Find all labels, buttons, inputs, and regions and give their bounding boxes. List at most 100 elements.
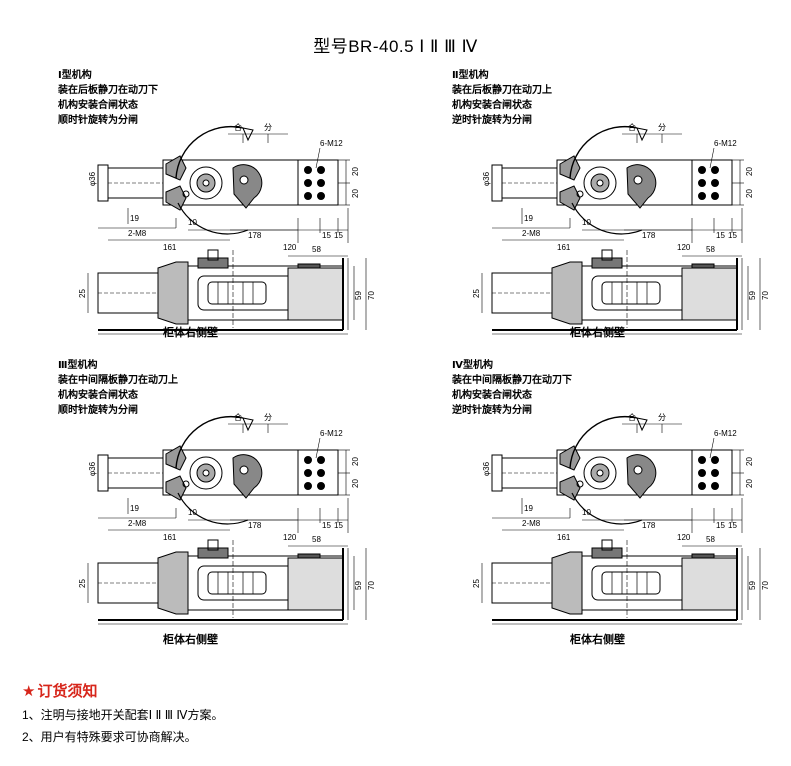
close-label: 合 bbox=[628, 122, 636, 132]
dim-20a: 20 bbox=[745, 457, 754, 466]
mechanism-state: 机构安装合闸状态 bbox=[58, 390, 138, 401]
mechanism-description: Ⅰ型机构 装在后板静刀在动刀下 机构安装合闸状态 顺时针旋转为分闸 bbox=[58, 68, 158, 128]
dim-20b: 20 bbox=[351, 189, 360, 198]
dim-10: 10 bbox=[582, 218, 591, 227]
mechanism-type: Ⅱ型机构 bbox=[452, 70, 489, 81]
mechanism-rotation: 逆时针旋转为分闸 bbox=[452, 405, 532, 416]
dim-2m8: 2-M8 bbox=[128, 229, 147, 238]
open-label: 分 bbox=[658, 123, 666, 132]
dim-bolt: 6-M12 bbox=[320, 139, 343, 148]
star-icon: ★ bbox=[22, 683, 36, 700]
mechanism-drawing: 合 分 6-M12 φ36 19 10 2-M8 161 178 120 15 … bbox=[78, 412, 376, 625]
order-notes: ★订货须知 1、注明与接地开关配套Ⅰ Ⅱ Ⅲ Ⅳ方案。 2、用户有特殊要求可协商… bbox=[22, 680, 223, 745]
side-gear-housing bbox=[157, 551, 189, 615]
dim-bolt: 6-M12 bbox=[320, 429, 343, 438]
mounting-plate bbox=[691, 449, 733, 496]
mechanism-panel-2: 合 分 6-M12 φ36 19 10 2-M8 161 178 120 15 … bbox=[452, 68, 791, 388]
dim-70: 70 bbox=[367, 581, 376, 590]
dim-20b: 20 bbox=[745, 479, 754, 488]
dim-178: 178 bbox=[642, 521, 656, 530]
dim-120: 120 bbox=[677, 533, 691, 542]
mechanism-drawing: 合 分 6-M12 φ36 19 10 2-M8 161 178 120 15 … bbox=[78, 122, 376, 335]
dim-15b: 15 bbox=[728, 521, 737, 530]
side-view-caption: 柜体右侧壁 bbox=[163, 327, 218, 339]
dim-15b: 15 bbox=[334, 231, 343, 240]
dim-161: 161 bbox=[557, 243, 571, 252]
note-item: 1、注明与接地开关配套Ⅰ Ⅱ Ⅲ Ⅳ方案。 bbox=[22, 708, 224, 722]
dim-19: 19 bbox=[524, 214, 533, 223]
dim-58: 58 bbox=[706, 535, 715, 544]
dim-58: 58 bbox=[312, 535, 321, 544]
dim-2m8: 2-M8 bbox=[522, 519, 541, 528]
dim-10: 10 bbox=[582, 508, 591, 517]
dim-20a: 20 bbox=[351, 167, 360, 176]
close-label: 合 bbox=[234, 122, 242, 132]
dim-161: 161 bbox=[557, 533, 571, 542]
mechanism-rotation: 逆时针旋转为分闸 bbox=[452, 115, 532, 126]
dim-178: 178 bbox=[248, 231, 262, 240]
close-label: 合 bbox=[234, 412, 242, 422]
dim-15a: 15 bbox=[322, 521, 331, 530]
mechanism-mount: 装在中间隔板静刀在动刀下 bbox=[452, 375, 572, 386]
mounting-plate bbox=[297, 159, 339, 206]
notes-heading: ★订货须知 bbox=[22, 680, 223, 701]
dim-25: 25 bbox=[472, 289, 481, 298]
dim-58: 58 bbox=[706, 245, 715, 254]
open-label: 分 bbox=[264, 123, 272, 132]
dim-19: 19 bbox=[130, 214, 139, 223]
dim-diameter: φ36 bbox=[88, 171, 97, 186]
crank-arm bbox=[626, 164, 657, 209]
mounting-plate bbox=[297, 449, 339, 496]
mechanism-mount: 装在后板静刀在动刀上 bbox=[452, 85, 552, 96]
mechanism-mount: 装在后板静刀在动刀下 bbox=[58, 85, 158, 96]
dim-25: 25 bbox=[472, 579, 481, 588]
dim-58: 58 bbox=[312, 245, 321, 254]
dim-70: 70 bbox=[367, 291, 376, 300]
side-gear-housing bbox=[551, 261, 583, 325]
dim-15a: 15 bbox=[716, 231, 725, 240]
cam-wheel bbox=[583, 456, 617, 490]
dim-70: 70 bbox=[761, 581, 770, 590]
dim-59: 59 bbox=[748, 291, 757, 300]
mechanism-description: Ⅱ型机构 装在后板静刀在动刀上 机构安装合闸状态 逆时针旋转为分闸 bbox=[452, 68, 552, 128]
cam-wheel bbox=[583, 166, 617, 200]
dim-59: 59 bbox=[748, 581, 757, 590]
dim-diameter: φ36 bbox=[482, 461, 491, 476]
mechanism-state: 机构安装合闸状态 bbox=[452, 100, 532, 111]
dim-120: 120 bbox=[283, 243, 297, 252]
open-label: 分 bbox=[264, 413, 272, 422]
crank-arm bbox=[232, 454, 263, 499]
mechanism-rotation: 顺时针旋转为分闸 bbox=[58, 115, 138, 126]
side-view-caption: 柜体右侧壁 bbox=[163, 634, 218, 646]
mechanism-type: Ⅳ型机构 bbox=[452, 360, 493, 371]
dim-15a: 15 bbox=[322, 231, 331, 240]
crank-arm bbox=[232, 164, 263, 209]
side-gear-housing bbox=[551, 551, 583, 615]
mechanism-state: 机构安装合闸状态 bbox=[452, 390, 532, 401]
dim-diameter: φ36 bbox=[482, 171, 491, 186]
mounting-plate bbox=[691, 159, 733, 206]
dim-20a: 20 bbox=[351, 457, 360, 466]
dim-2m8: 2-M8 bbox=[522, 229, 541, 238]
open-label: 分 bbox=[658, 413, 666, 422]
notes-heading-text: 订货须知 bbox=[37, 683, 98, 700]
mechanism-drawing: 合 分 6-M12 φ36 19 10 2-M8 161 178 120 15 … bbox=[472, 122, 770, 335]
dim-178: 178 bbox=[642, 231, 656, 240]
mechanism-panel-3: 合 分 6-M12 φ36 19 10 2-M8 161 178 120 15 … bbox=[58, 358, 418, 678]
dim-10: 10 bbox=[188, 218, 197, 227]
side-gear-housing bbox=[157, 261, 189, 325]
dim-bolt: 6-M12 bbox=[714, 429, 737, 438]
cam-wheel bbox=[189, 166, 223, 200]
mechanism-state: 机构安装合闸状态 bbox=[58, 100, 138, 111]
dim-15b: 15 bbox=[728, 231, 737, 240]
dim-20a: 20 bbox=[745, 167, 754, 176]
dim-20b: 20 bbox=[745, 189, 754, 198]
dim-2m8: 2-M8 bbox=[128, 519, 147, 528]
dim-19: 19 bbox=[130, 504, 139, 513]
mechanism-description: Ⅳ型机构 装在中间隔板静刀在动刀下 机构安装合闸状态 逆时针旋转为分闸 bbox=[452, 358, 572, 418]
dim-25: 25 bbox=[78, 289, 87, 298]
dim-70: 70 bbox=[761, 291, 770, 300]
crank-arm bbox=[626, 454, 657, 499]
dim-10: 10 bbox=[188, 508, 197, 517]
dim-178: 178 bbox=[248, 521, 262, 530]
